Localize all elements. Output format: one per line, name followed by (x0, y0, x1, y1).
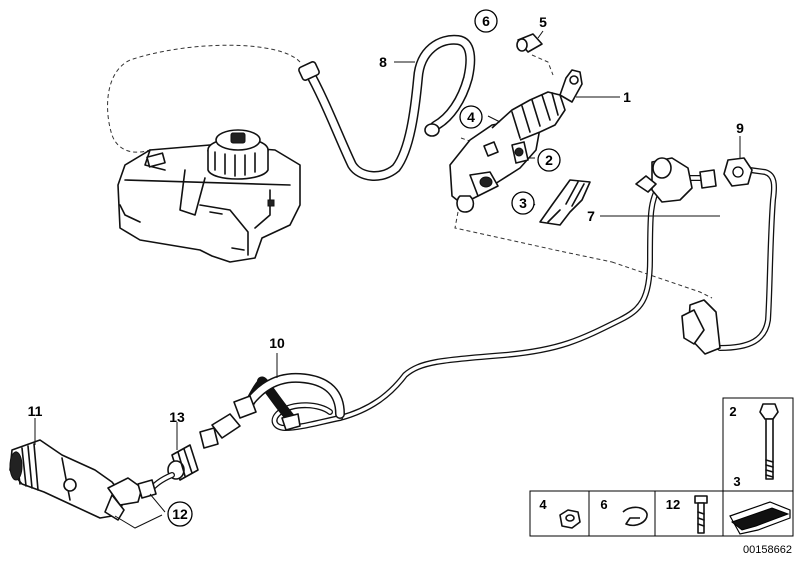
document-id: 00158662 (743, 544, 792, 556)
legend-small-parts-box: 4 6 12 (529, 490, 724, 537)
clip-plate (539, 179, 591, 226)
clutch-hose (199, 372, 345, 449)
legend-nut-label: 4 (539, 497, 547, 512)
callout-12: 12 (172, 506, 188, 522)
callout-7: 7 (587, 208, 595, 224)
callout-2: 2 (545, 152, 553, 168)
callout-11: 11 (28, 403, 43, 419)
bolt-icon (759, 403, 779, 480)
pin (516, 33, 543, 53)
reservoir-hose (298, 34, 476, 181)
callouts: 6 5 1 8 4 2 3 7 9 10 11 13 12 (28, 9, 744, 527)
legend-bolt-label-top: 2 (729, 404, 736, 419)
callout-13: 13 (169, 409, 185, 425)
callout-circle-12 (167, 501, 193, 527)
callout-circle-6 (474, 9, 498, 33)
callout-circle-4 (459, 105, 483, 129)
pressure-line (337, 157, 777, 421)
callout-1: 1 (623, 89, 631, 105)
clutch-master-cylinder (449, 69, 583, 213)
callout-circle-3 (511, 191, 535, 215)
legend-screw-label: 12 (666, 497, 680, 512)
callout-4: 4 (467, 109, 475, 125)
legend-bolt-label-bottom: 3 (733, 474, 740, 489)
callout-8: 8 (379, 54, 387, 70)
callout-9: 9 (736, 120, 744, 136)
brake-fluid-reservoir (117, 129, 301, 263)
nut-icon (559, 509, 581, 529)
gasket-icon (729, 501, 791, 535)
legend-bolt-box: 2 3 (722, 397, 794, 492)
callout-5: 5 (539, 14, 547, 30)
coupling (147, 444, 199, 493)
callout-6: 6 (482, 13, 490, 29)
legend-gasket-box (722, 490, 794, 537)
clutch-slave-cylinder (9, 439, 157, 521)
callout-3: 3 (519, 195, 527, 211)
callout-10: 10 (269, 335, 285, 351)
leader-lines (34, 30, 741, 529)
clip-icon (622, 506, 648, 527)
screw-icon (694, 495, 708, 534)
legend-clip-label: 6 (600, 497, 607, 512)
callout-circle-2 (537, 148, 561, 172)
